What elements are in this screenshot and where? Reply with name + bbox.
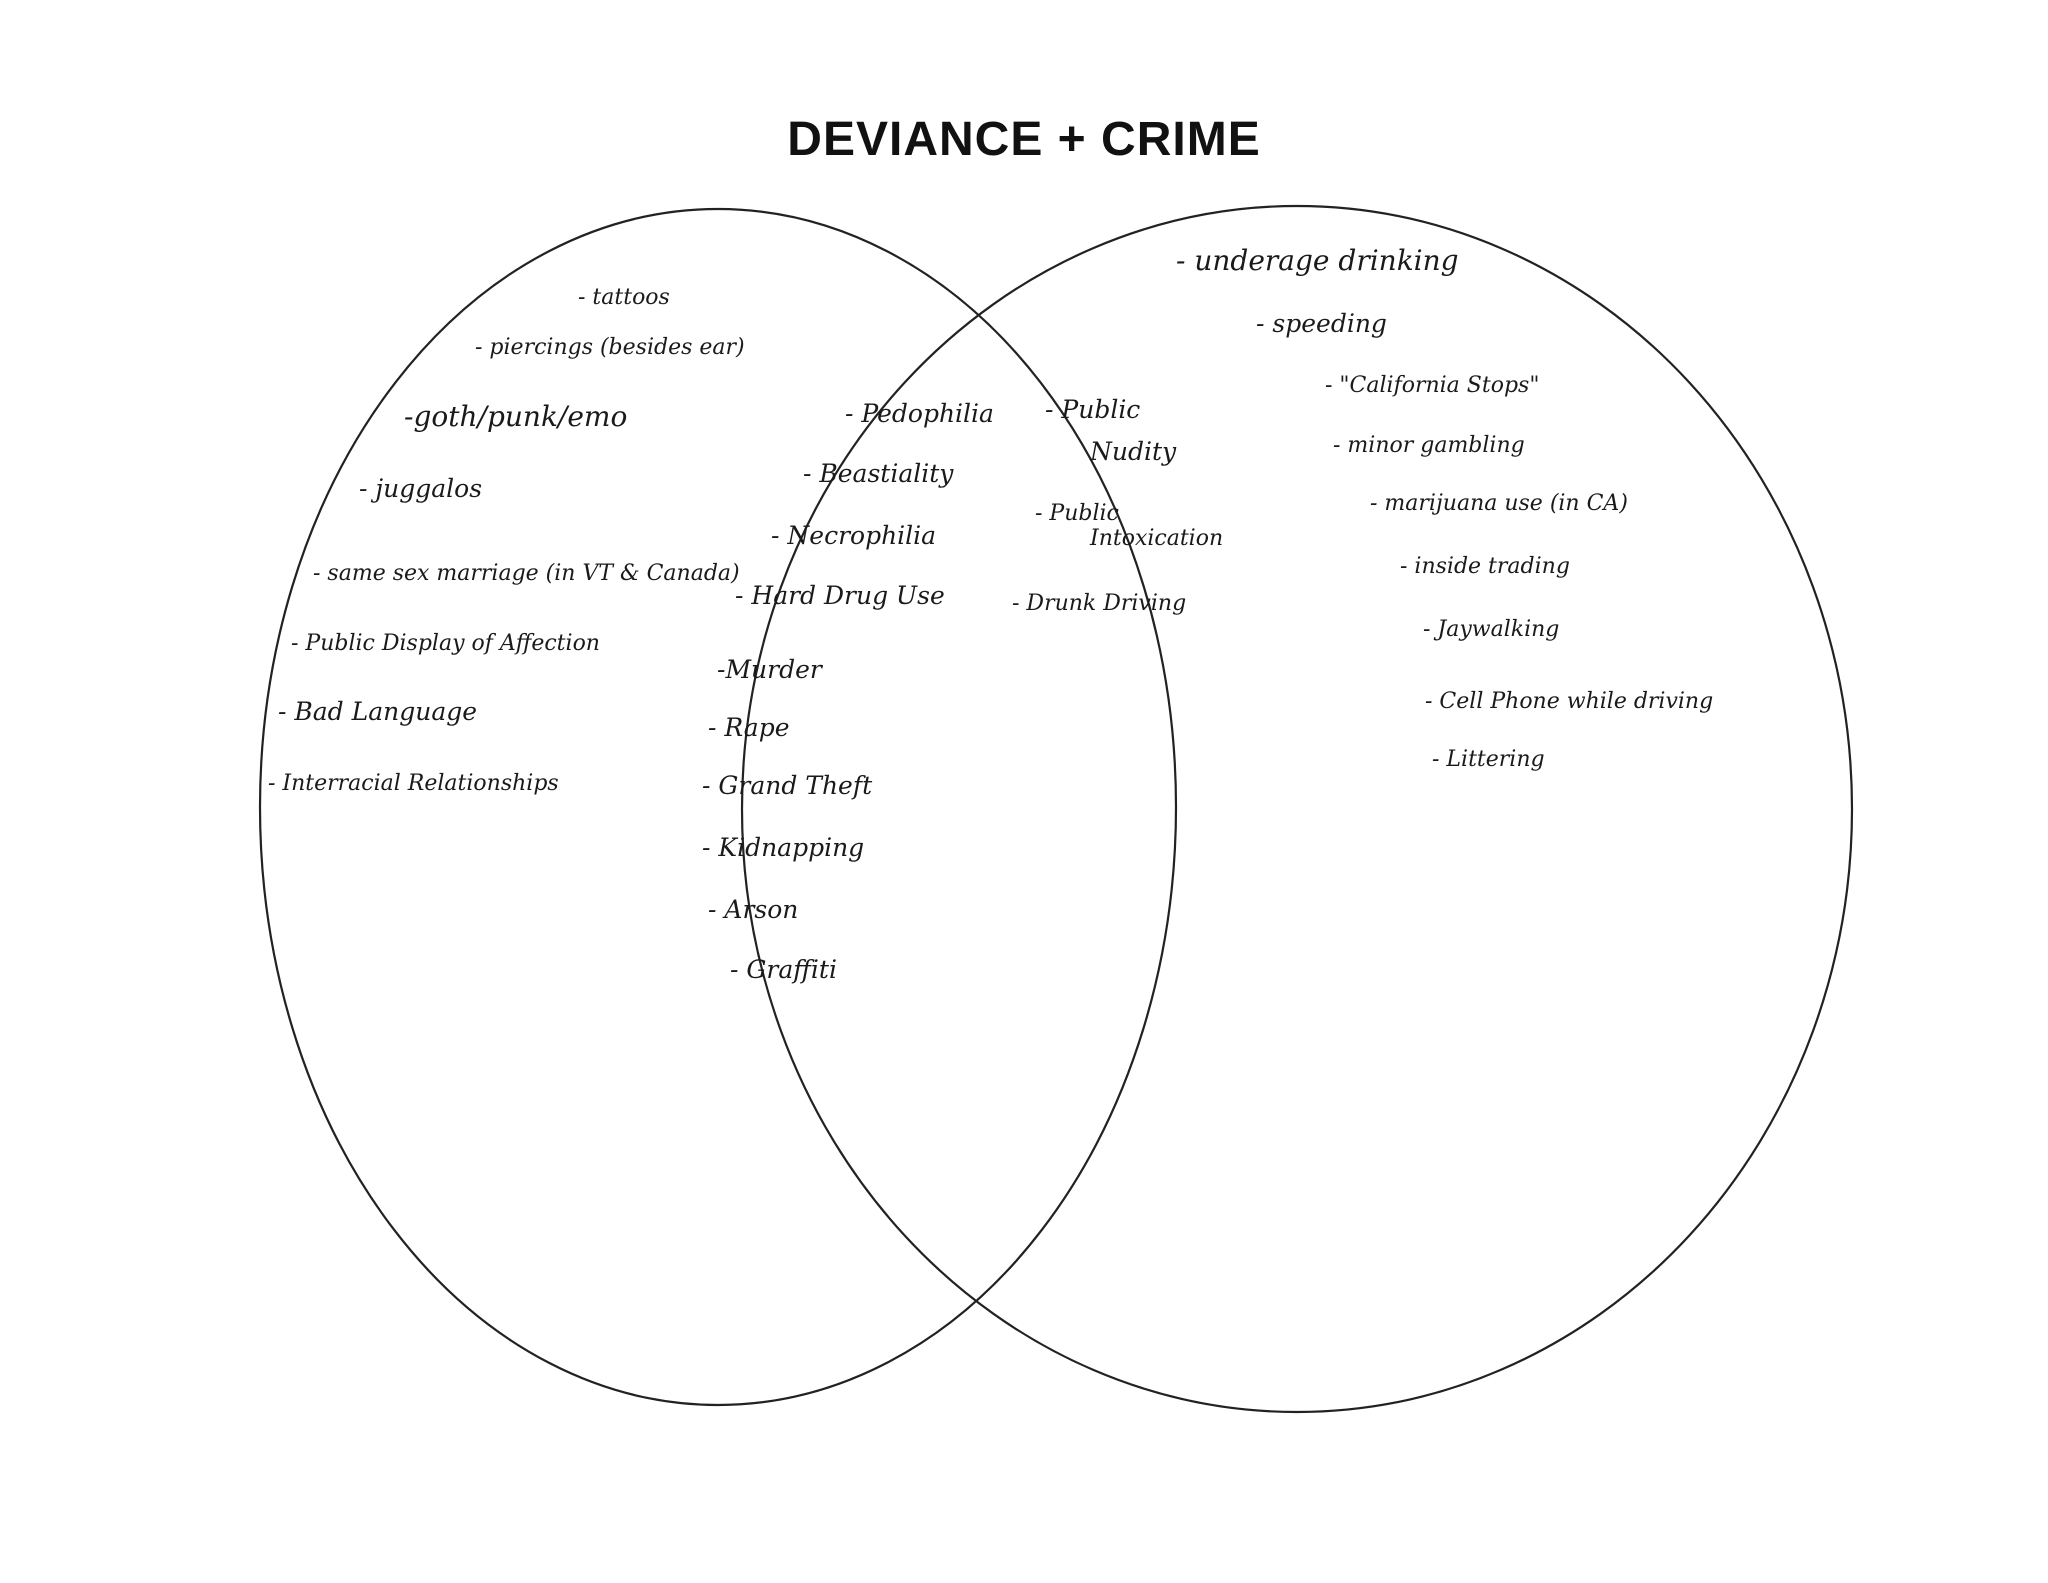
both-item-public-nudity-line1: - Public [1045, 395, 1141, 424]
crime-item-cell-phone-driving: - Cell Phone while driving [1425, 689, 1714, 714]
deviance-item-bad-language: - Bad Language [278, 697, 478, 726]
deviance-item-tattoos: - tattoos [578, 285, 670, 310]
both-item-necrophilia: - Necrophilia [771, 521, 937, 550]
diagram-title: DEVIANCE + CRIME [787, 113, 1261, 166]
crime-item-jaywalking: - Jaywalking [1423, 617, 1560, 642]
both-item-kidnapping: - Kidnapping [702, 833, 865, 862]
crime-item-littering: - Littering [1432, 747, 1545, 772]
deviance-item-juggalos: - juggalos [359, 474, 483, 503]
crime-item-minor-gambling: - minor gambling [1333, 433, 1525, 458]
crime-item-speeding: - speeding [1256, 309, 1387, 338]
deviance-item-interracial-relationships: - Interracial Relationships [268, 771, 559, 796]
both-item-murder: -Murder [717, 655, 822, 684]
both-item-grand-theft: - Grand Theft [702, 771, 873, 800]
both-item-graffiti: - Graffiti [730, 955, 837, 984]
both-item-hard-drug-use: - Hard Drug Use [735, 581, 945, 610]
deviance-item-same-sex-marriage: - same sex marriage (in VT & Canada) [313, 561, 740, 586]
both-item-drunk-driving: - Drunk Driving [1012, 591, 1187, 616]
crime-item-underage-drinking: - underage drinking [1176, 244, 1459, 277]
deviance-item-pda: - Public Display of Affection [291, 631, 600, 656]
deviance-item-piercings: - piercings (besides ear) [475, 335, 745, 360]
both-item-public-intoxication-line2: Intoxication [1090, 526, 1224, 551]
crime-circle [740, 204, 1854, 1414]
crime-item-marijuana-use: - marijuana use (in CA) [1370, 491, 1628, 516]
both-item-beastiality: - Beastiality [803, 459, 954, 488]
deviance-item-goth-punk-emo: -goth/punk/emo [404, 400, 628, 433]
crime-item-inside-trading: - inside trading [1400, 554, 1570, 579]
crime-item-california-stops: - "California Stops" [1325, 373, 1540, 398]
both-item-pedophilia: - Pedophilia [845, 399, 994, 428]
both-item-arson: - Arson [708, 895, 799, 924]
both-item-rape: - Rape [708, 713, 790, 742]
both-item-public-nudity-line2: Nudity [1090, 437, 1177, 466]
both-item-public-intoxication-line1: - Public [1035, 501, 1119, 526]
deviance-circle [258, 207, 1178, 1407]
